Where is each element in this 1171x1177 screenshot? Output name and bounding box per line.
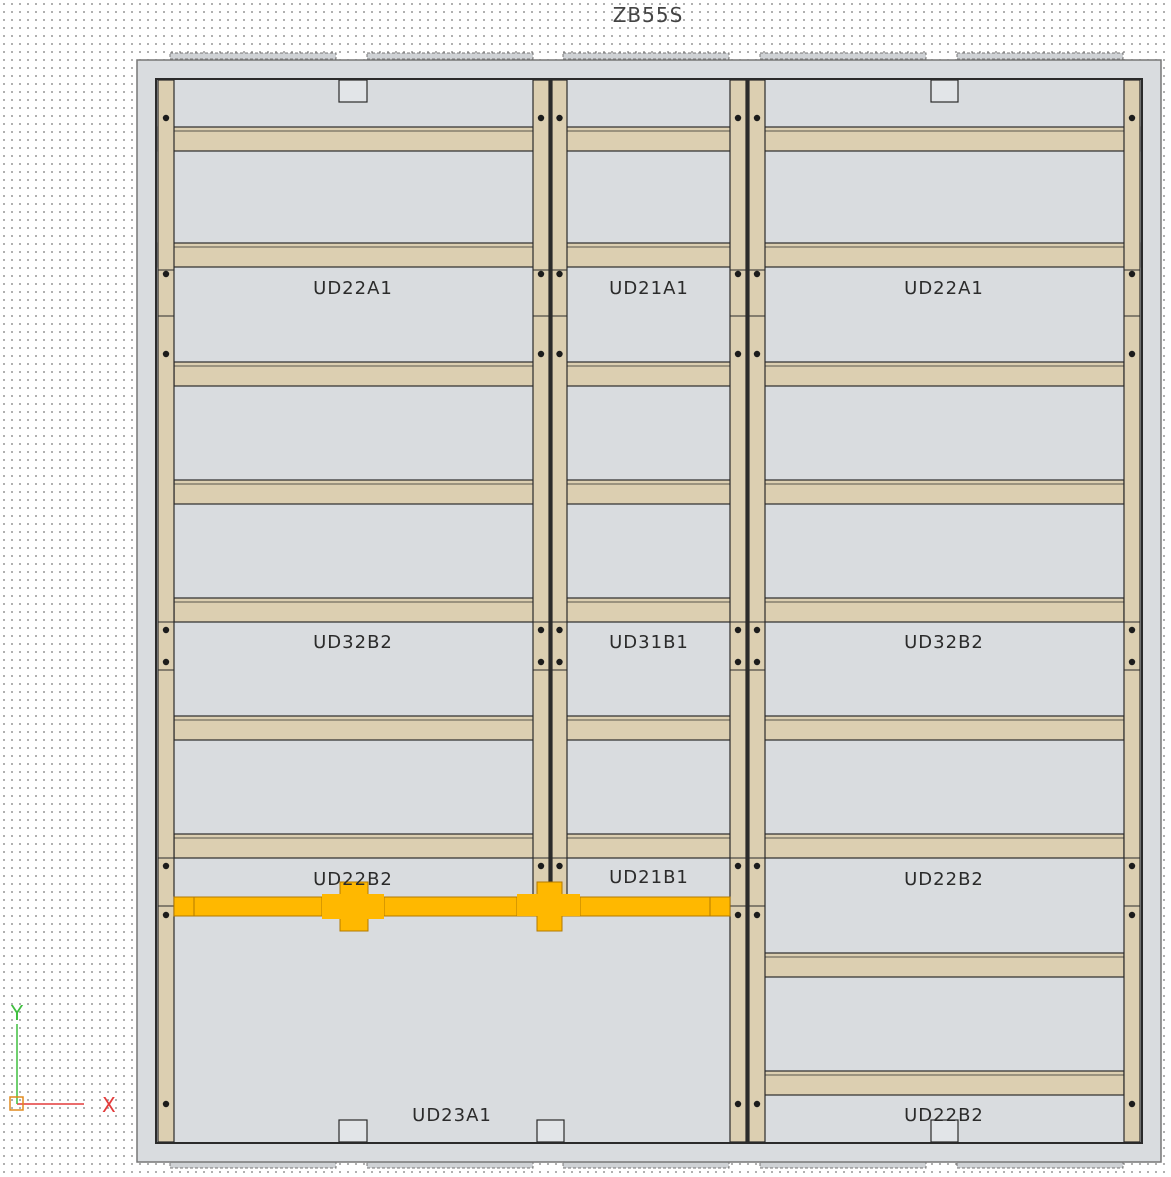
screw-hole-2-5 — [556, 862, 563, 870]
screw-hole-3-4 — [734, 658, 742, 666]
screw-hole-4-4 — [753, 658, 761, 666]
screw-hole-3-2 — [734, 350, 742, 358]
compartment-label-right-3: UD22B2 — [904, 869, 984, 890]
mounting-tab-2 — [338, 1119, 368, 1143]
screw-hole-5-2 — [1128, 350, 1136, 358]
screw-hole-0-3 — [162, 626, 170, 634]
selected-rail[interactable] — [173, 896, 731, 917]
labels-layer: ZB55S UD22A1 UD21A1 UD22A1 UD32B2 UD31B1… — [313, 3, 984, 1126]
upright-1 — [532, 79, 550, 906]
screw-hole-1-1 — [537, 270, 545, 278]
top-vent-3 — [759, 52, 927, 60]
bottom-vent-3 — [759, 1161, 927, 1169]
screw-hole-5-0 — [1128, 114, 1136, 122]
compartment-label-left-1: UD22A1 — [313, 278, 393, 299]
upright-3 — [729, 79, 747, 1143]
mounting-tab-1 — [930, 79, 959, 103]
bottom-vent-2 — [562, 1161, 730, 1169]
screw-hole-0-7 — [162, 1100, 170, 1108]
screw-hole-4-5 — [753, 862, 761, 870]
screw-hole-3-3 — [734, 626, 742, 634]
selected-rail-bracket-1-arm — [322, 894, 384, 919]
screw-hole-4-6 — [753, 911, 761, 919]
screw-hole-1-3 — [537, 626, 545, 634]
screw-hole-3-5 — [734, 862, 742, 870]
screw-hole-0-1 — [162, 270, 170, 278]
screw-hole-4-0 — [753, 114, 761, 122]
screw-hole-0-4 — [162, 658, 170, 666]
selected-rail-bracket-2-arm — [517, 894, 580, 916]
bottom-vent-0 — [169, 1161, 337, 1169]
screw-hole-4-2 — [753, 350, 761, 358]
screw-hole-3-7 — [734, 1100, 742, 1108]
top-vent-2 — [562, 52, 730, 60]
screw-hole-0-2 — [162, 350, 170, 358]
upright-4 — [748, 79, 766, 1143]
screw-hole-0-5 — [162, 862, 170, 870]
screw-hole-1-0 — [537, 114, 545, 122]
compartment-label-middle-3: UD21B1 — [609, 867, 689, 888]
compartment-label-middle-1: UD21A1 — [609, 278, 689, 299]
mounting-tab-4 — [930, 1119, 959, 1143]
screw-hole-1-2 — [537, 350, 545, 358]
x-axis-label: X — [102, 1093, 116, 1117]
screw-hole-2-4 — [556, 658, 563, 666]
cabinet-title: ZB55S — [613, 3, 684, 27]
screw-hole-5-3 — [1128, 626, 1136, 634]
screw-hole-1-4 — [537, 658, 545, 666]
screw-hole-2-1 — [556, 270, 563, 278]
upright-0 — [157, 79, 175, 1143]
mounting-tab-3 — [536, 1119, 565, 1143]
highlighted-rail-layer[interactable] — [173, 881, 731, 932]
screw-hole-3-0 — [734, 114, 742, 122]
top-vent-0 — [169, 52, 337, 60]
upright-2 — [551, 79, 568, 906]
bottom-vent-1 — [366, 1161, 534, 1169]
screw-hole-3-1 — [734, 270, 742, 278]
screw-hole-0-6 — [162, 911, 170, 919]
screw-hole-1-5 — [537, 862, 545, 870]
screw-hole-5-5 — [1128, 862, 1136, 870]
compartment-label-left-2: UD32B2 — [313, 632, 393, 653]
compartment-label-middle-2: UD31B1 — [609, 632, 689, 653]
top-vent-4 — [956, 52, 1124, 60]
compartment-label-bottom-left: UD23A1 — [412, 1105, 492, 1126]
screw-hole-3-6 — [734, 911, 742, 919]
compartment-label-right-2: UD32B2 — [904, 632, 984, 653]
bottom-vent-4 — [956, 1161, 1124, 1169]
mounting-tab-0 — [338, 79, 368, 103]
screw-hole-4-7 — [753, 1100, 761, 1108]
screw-hole-5-6 — [1128, 911, 1136, 919]
screw-hole-0-0 — [162, 114, 170, 122]
screw-hole-2-0 — [556, 114, 563, 122]
compartment-label-right-4: UD22B2 — [904, 1105, 984, 1126]
upright-5 — [1123, 79, 1141, 1143]
screw-hole-2-2 — [556, 350, 563, 358]
screw-hole-4-1 — [753, 270, 761, 278]
screw-hole-4-3 — [753, 626, 761, 634]
origin-square — [9, 1096, 24, 1111]
top-vent-1 — [366, 52, 534, 60]
y-axis-label: Y — [10, 1001, 24, 1025]
screw-hole-5-1 — [1128, 270, 1136, 278]
mounting-rails-layer — [157, 79, 1141, 1143]
screw-hole-5-7 — [1128, 1100, 1136, 1108]
compartment-label-right-1: UD22A1 — [904, 278, 984, 299]
ucs-axis-indicator: X Y — [9, 1001, 116, 1117]
compartment-label-left-3: UD22B2 — [313, 869, 393, 890]
screw-hole-2-3 — [556, 626, 563, 634]
screw-hole-5-4 — [1128, 658, 1136, 666]
